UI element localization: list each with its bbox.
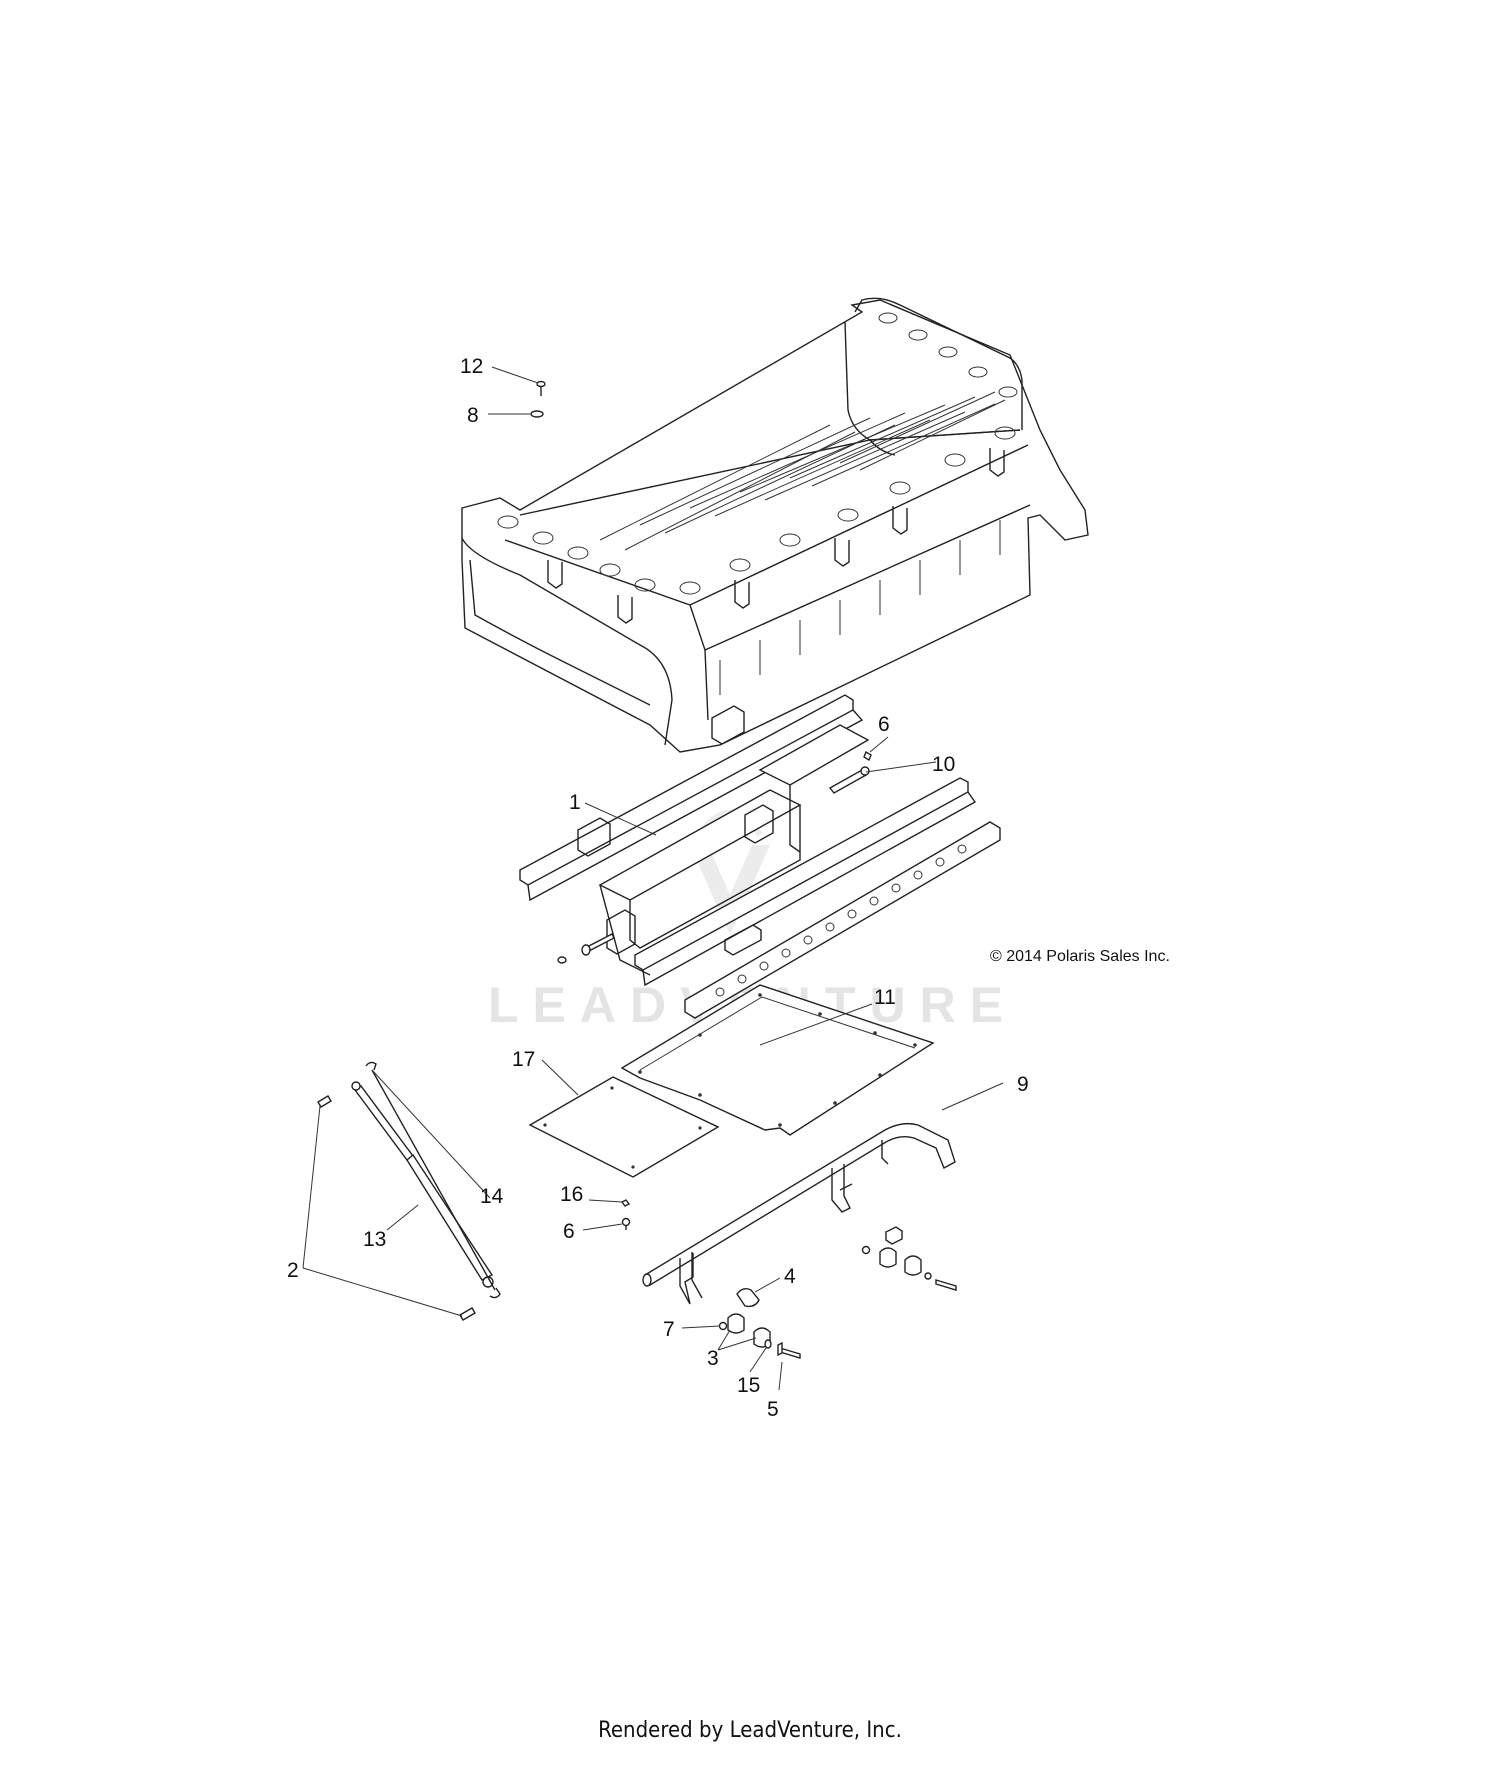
callout-6-bottom: 6 [563, 1220, 575, 1243]
callout-6-top: 6 [878, 713, 890, 736]
washer-15 [764, 1339, 772, 1349]
bushing-3 [727, 1313, 771, 1348]
callout-15: 15 [737, 1374, 760, 1397]
hinge-rod-9 [642, 1122, 956, 1305]
callout-3: 3 [707, 1347, 719, 1370]
callout-1: 1 [569, 791, 581, 814]
copyright-notice: © 2014 Polaris Sales Inc. [990, 948, 1170, 965]
bushing-hardware-right [861, 1226, 957, 1291]
callout-11: 11 [874, 986, 896, 1009]
callout-17: 17 [512, 1048, 535, 1071]
callout-9: 9 [1017, 1073, 1029, 1096]
floor-panel-11 [620, 984, 935, 1136]
callout-10: 10 [932, 753, 955, 776]
clip-6-top [863, 750, 872, 762]
cargo-frame [519, 694, 1001, 1019]
cable-14 [365, 1061, 501, 1299]
gas-strut-13 [351, 1081, 494, 1288]
bolt-5 [777, 1341, 801, 1359]
callout-7: 7 [663, 1318, 675, 1341]
callouts: 12 8 6 10 1 11 17 9 14 16 13 6 2 4 7 3 1… [287, 355, 1029, 1421]
nut-7 [718, 1321, 728, 1331]
clip-6-bottom [621, 1217, 631, 1230]
fastener-16 [620, 1199, 631, 1207]
washer-8 [530, 410, 544, 418]
callout-16: 16 [560, 1183, 583, 1206]
screw-12 [536, 380, 546, 396]
callout-2: 2 [287, 1259, 299, 1282]
leader-lines [302, 366, 1004, 1391]
floor-panel-17 [528, 1076, 720, 1178]
callout-8: 8 [467, 404, 479, 427]
cargo-box [461, 297, 1089, 753]
callout-14: 14 [480, 1185, 504, 1208]
pin-10 [828, 766, 870, 794]
bushing-4 [736, 1287, 760, 1308]
callout-12: 12 [460, 355, 483, 378]
footer-credit: Rendered by LeadVenture, Inc. [598, 1718, 902, 1743]
callout-5: 5 [767, 1398, 779, 1421]
callout-4: 4 [784, 1265, 796, 1288]
pin-2-bottom [459, 1307, 476, 1321]
pin-2-top [317, 1095, 332, 1108]
frame-bolt [557, 933, 615, 964]
callout-13: 13 [363, 1228, 386, 1251]
